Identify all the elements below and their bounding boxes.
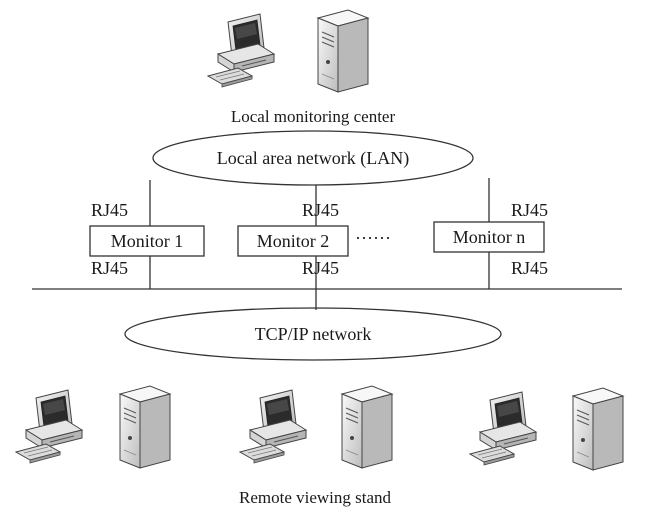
monitor-1-label: Monitor 1 (111, 231, 184, 251)
bottom-caption: Remote viewing stand (239, 488, 392, 507)
tcp-label: TCP/IP network (255, 324, 372, 344)
lan-label: Local area network (LAN) (217, 148, 409, 169)
monitor-2-port-bottom: RJ45 (302, 258, 339, 278)
monitor-n-box (433, 221, 545, 253)
monitor-1-port-top: RJ45 (91, 200, 128, 220)
monitor-1-port-bottom: RJ45 (91, 258, 128, 278)
server-tower-icon (317, 9, 369, 93)
monitor-n-port-top: RJ45 (511, 200, 548, 220)
monitor-1-box (89, 225, 205, 257)
ellipsis-more-monitors: ······ (355, 228, 391, 248)
monitor-n-port-bottom: RJ45 (511, 258, 548, 278)
top-caption: Local monitoring center (231, 107, 396, 126)
tcp-ip-ellipse (124, 307, 502, 361)
desktop-computer-icon (239, 389, 307, 464)
server-tower-icon (341, 385, 393, 469)
monitor-n-label: Monitor n (453, 227, 526, 247)
server-tower-icon (119, 385, 171, 469)
desktop-computer-icon (469, 391, 537, 466)
monitor-2-box (237, 225, 349, 257)
desktop-computer-icon (207, 13, 275, 88)
monitor-2-port-top: RJ45 (302, 200, 339, 220)
desktop-computer-icon (15, 389, 83, 464)
lan-ellipse (152, 130, 474, 186)
monitor-2-label: Monitor 2 (257, 231, 330, 251)
server-tower-icon (572, 387, 624, 471)
